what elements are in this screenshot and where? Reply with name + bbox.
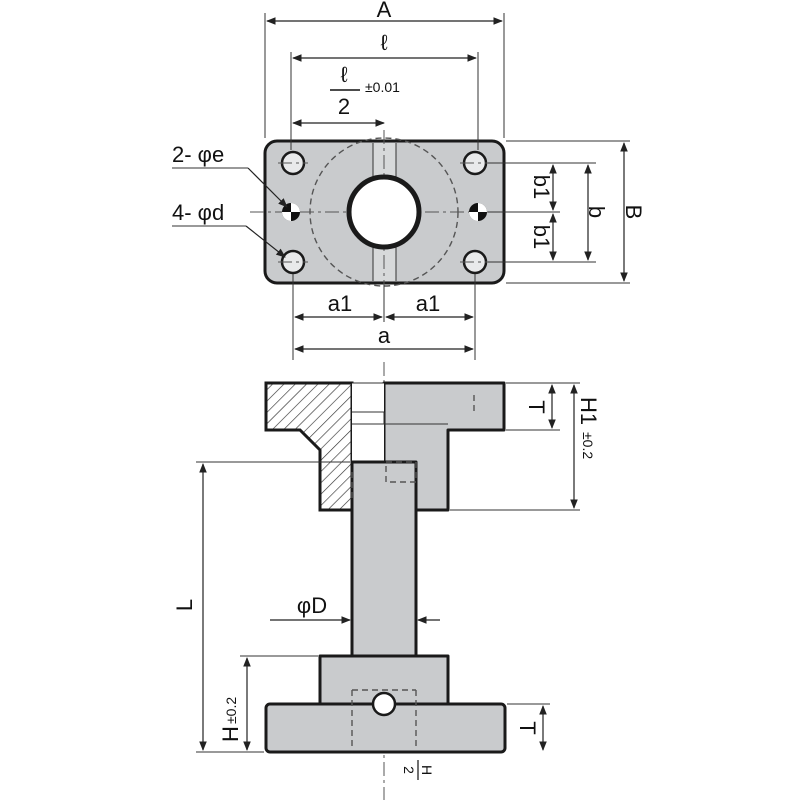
dim-b1-top-label: b1 (529, 175, 554, 199)
bolt-holes (278, 150, 490, 275)
dim-H-half-denominator: 2 (401, 766, 417, 774)
center-bore (346, 174, 422, 250)
dim-half-l-denominator: 2 (338, 94, 350, 119)
dim-H-label: H (218, 726, 243, 742)
dim-T-top-label: T (524, 400, 549, 413)
top-view: A ℓ ℓ 2 ±0.01 B b b1 b1 (172, 0, 646, 360)
dim-H1-label: H1 (576, 397, 601, 425)
dim-half-l-tolerance: ±0.01 (365, 79, 400, 95)
dim-b1-bottom-label: b1 (529, 225, 554, 249)
dim-T-bottom-label: T (515, 721, 540, 734)
callout-pin-holes: 2- φe (172, 142, 224, 167)
dim-a1-right: a1 (416, 291, 440, 316)
side-view: T H1 ±0.2 L φD H ±0.2 T H 2 (172, 362, 601, 800)
dim-B-label: B (621, 205, 646, 220)
top-holder-hatched (264, 381, 354, 512)
callout-bolt-holes: 4- φd (172, 200, 224, 225)
dim-L-label: L (172, 599, 197, 611)
dim-H-half-numerator: H (419, 765, 435, 775)
dim-H1-tolerance: ±0.2 (580, 432, 596, 459)
dim-a-label: a (378, 323, 391, 348)
dim-a1-left: a1 (328, 291, 352, 316)
dim-l-label: ℓ (380, 30, 388, 55)
dim-half-l-numerator: ℓ (340, 62, 348, 87)
dim-b-label: b (584, 206, 609, 218)
post (350, 460, 418, 660)
dim-H-tolerance: ±0.2 (223, 697, 239, 724)
dim-phiD-label: φD (297, 593, 327, 618)
dim-A-label: A (377, 0, 392, 22)
